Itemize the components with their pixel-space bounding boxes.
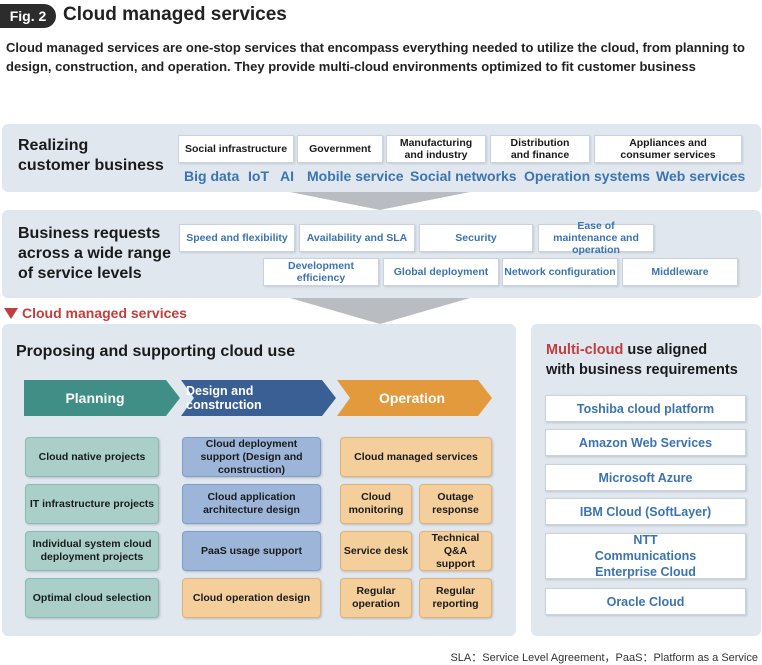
flow-chevron: [290, 298, 470, 324]
operation-arrow: [337, 380, 492, 416]
tech-tag: Web services: [656, 168, 746, 184]
cloud-provider-box: IBM Cloud (SoftLayer): [545, 498, 746, 525]
figure-intro: Cloud managed services are one-stop serv…: [6, 40, 746, 74]
operation-card: Outage response: [419, 484, 492, 524]
phase-arrows: [24, 380, 492, 416]
operation-card: Technical Q&A support: [419, 531, 492, 571]
request-box: Availability and SLA: [299, 224, 415, 252]
phase-operation-label: Operation: [378, 390, 446, 406]
planning-card: Cloud native projects: [25, 437, 159, 477]
design-card: Cloud application architecture design: [182, 484, 321, 524]
phase-design-label: Design and construction: [186, 384, 262, 412]
request-box: Global deployment: [383, 258, 499, 286]
request-box: Ease of maintenance and operation: [538, 220, 654, 256]
cloud-provider-box: Oracle Cloud: [545, 588, 746, 615]
cloud-provider-box: Amazon Web Services: [545, 429, 746, 456]
request-box: Middleware: [622, 258, 738, 286]
business-requests-title: Business requests across a wide range of…: [18, 225, 171, 282]
design-card: PaaS usage support: [182, 531, 321, 571]
footnote: SLA：Service Level Agreement，PaaS：Platfor…: [450, 652, 758, 664]
operation-card: Regular reporting: [419, 578, 492, 618]
multicloud-highlight: Multi-cloud: [546, 342, 624, 358]
multicloud-title: Multi-cloud use aligned with business re…: [546, 342, 738, 378]
cloud-managed-services-label: Cloud managed services: [22, 305, 187, 321]
request-box: Speed and flexibility: [179, 224, 295, 252]
planning-card: Optimal cloud selection: [25, 578, 159, 618]
triangle-down-icon: [4, 308, 18, 319]
industry-box: Social infrastructure: [178, 135, 294, 163]
operation-card: Cloud managed services: [340, 437, 492, 477]
design-arrow: [181, 380, 336, 416]
planning-arrow: [24, 380, 180, 416]
tech-tag: AI: [280, 168, 294, 184]
planning-card: IT infrastructure projects: [25, 484, 159, 524]
operation-card: Service desk: [340, 531, 412, 571]
tech-tag: Big data: [184, 168, 240, 184]
operation-card: Regular operation: [340, 578, 412, 618]
design-card: Cloud deployment support (Design and con…: [182, 437, 321, 477]
industry-box: Appliances and consumer services: [594, 135, 742, 163]
request-box: Security: [419, 224, 533, 252]
planning-card: Individual system cloud deployment proje…: [25, 531, 159, 571]
flow-chevron: [290, 192, 470, 210]
proposing-title: Proposing and supporting cloud use: [16, 343, 296, 360]
customer-business-title: Realizing customer business: [18, 137, 164, 174]
industry-box: Manufacturing and industry: [386, 135, 486, 163]
industry-box: Government: [297, 135, 383, 163]
figure-badge: Fig. 2: [0, 4, 56, 28]
cloud-provider-box: Microsoft Azure: [545, 464, 746, 491]
request-box: Network configuration: [502, 258, 618, 286]
cloud-provider-box: Toshiba cloud platform: [545, 395, 746, 422]
industry-box: Distribution and finance: [490, 135, 590, 163]
cloud-provider-box: NTT Communications Enterprise Cloud: [545, 533, 746, 579]
tech-tag: Mobile service: [307, 168, 404, 184]
tech-tag: Operation systems: [524, 168, 651, 184]
request-box: Development efficiency: [263, 258, 379, 286]
phase-planning-label: Planning: [65, 390, 125, 406]
tech-tag: Social networks: [410, 168, 517, 184]
figure-title: Cloud managed services: [63, 4, 287, 25]
design-card: Cloud operation design: [182, 578, 321, 618]
operation-card: Cloud monitoring: [340, 484, 412, 524]
tech-tag: IoT: [248, 168, 269, 184]
